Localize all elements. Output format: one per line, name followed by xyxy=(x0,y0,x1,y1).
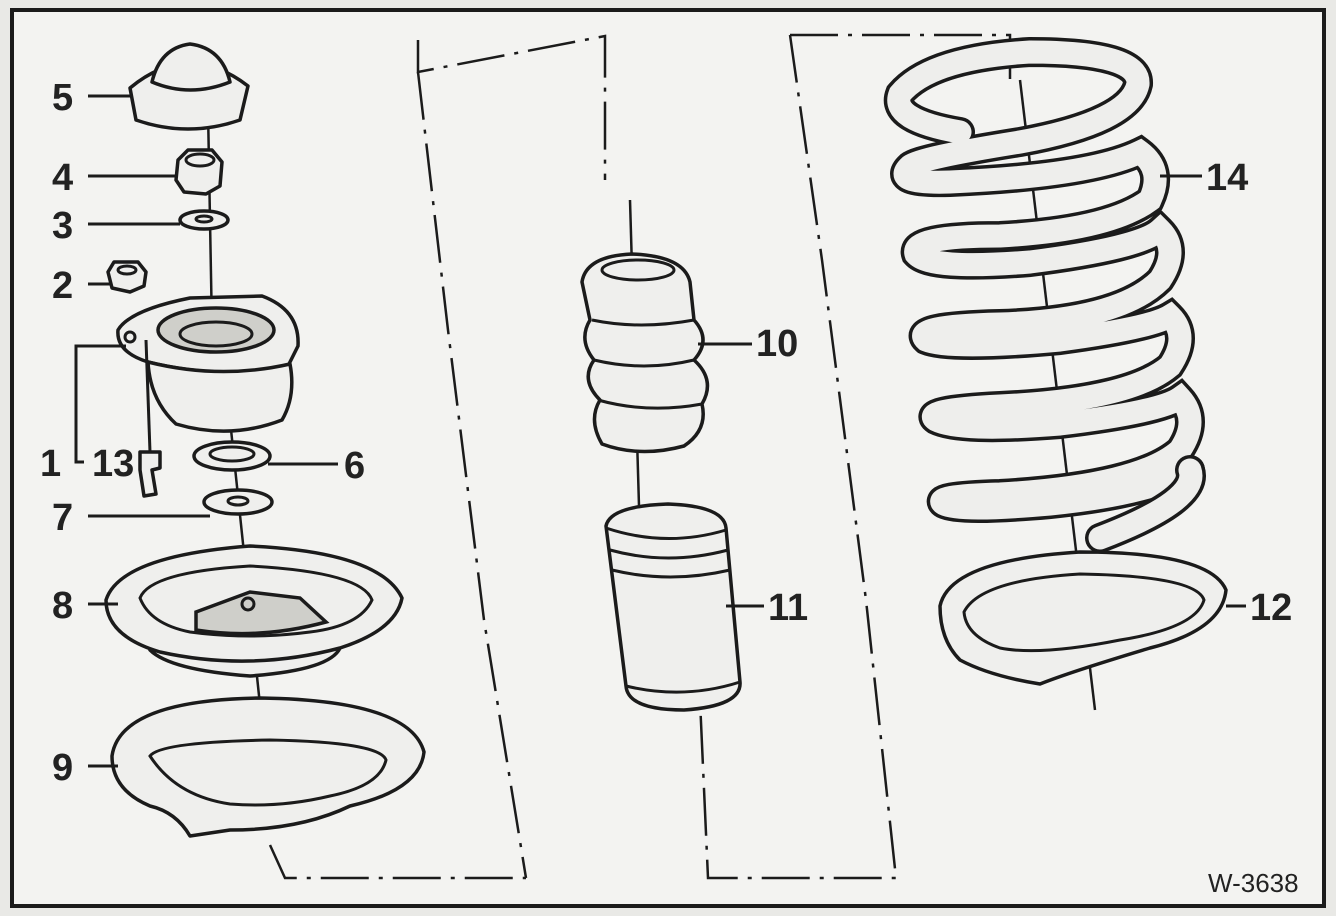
callout-8: 8 xyxy=(52,585,73,627)
washer-small xyxy=(178,209,230,231)
protective-tube xyxy=(604,502,742,712)
callout-12: 12 xyxy=(1250,587,1292,629)
callout-6: 6 xyxy=(344,445,365,487)
lower-spring-pad xyxy=(110,696,426,838)
bracket-middle-left xyxy=(416,71,528,879)
bearing xyxy=(192,440,272,472)
bolt xyxy=(138,450,162,498)
bracket-bottom-left xyxy=(268,844,526,880)
spring-seat-ring xyxy=(938,550,1228,686)
castle-nut xyxy=(106,260,148,294)
callout-10: 10 xyxy=(756,323,798,365)
bracket-middle-top xyxy=(416,34,607,180)
coil-spring xyxy=(883,36,1206,553)
callout-1: 1 xyxy=(40,443,61,485)
callout-11: 11 xyxy=(768,587,808,629)
bracket-right-left xyxy=(698,34,898,880)
dust-cap xyxy=(128,42,250,131)
callout-3: 3 xyxy=(52,205,73,247)
callout-9: 9 xyxy=(52,747,73,789)
reference-code: W-3638 xyxy=(1208,868,1299,898)
nut xyxy=(174,148,224,196)
callout-4: 4 xyxy=(52,157,73,199)
callout-2: 2 xyxy=(52,265,73,307)
bump-stop xyxy=(580,252,710,454)
strut-mount xyxy=(116,294,300,433)
flat-washer xyxy=(202,488,274,516)
callout-7: 7 xyxy=(52,497,73,539)
callout-14: 14 xyxy=(1206,157,1248,199)
upper-spring-seat xyxy=(104,544,404,678)
callout-13: 13 xyxy=(92,443,134,485)
callout-5: 5 xyxy=(52,77,73,119)
leader-13 xyxy=(144,339,152,453)
leader-1 xyxy=(74,344,126,464)
